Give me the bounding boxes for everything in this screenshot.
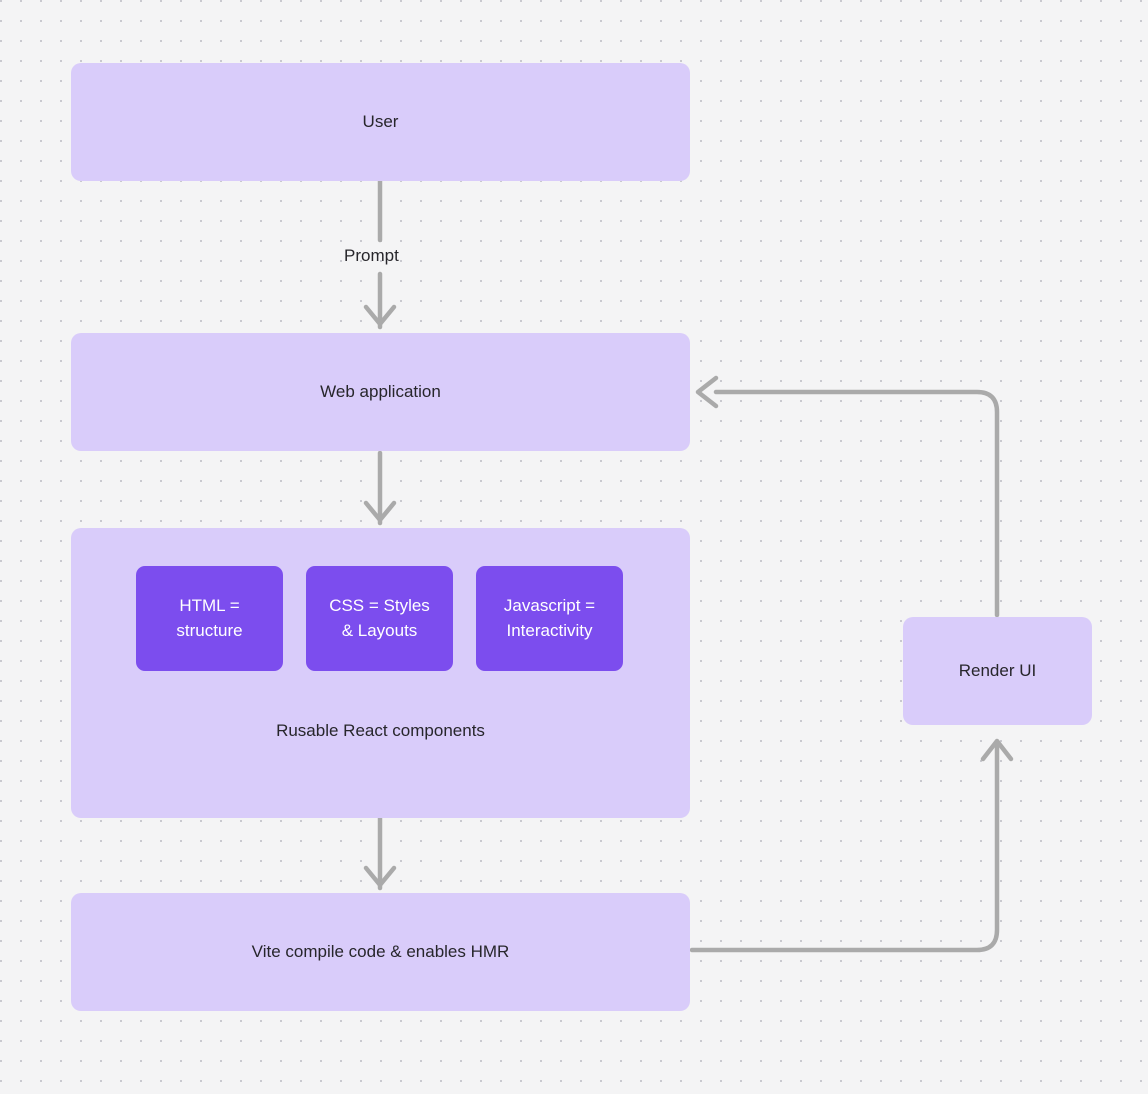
node-web-application-label: Web application [320,381,441,401]
edge-label-prompt-text: Prompt [344,246,399,265]
arrowhead-down-webapp [363,304,397,327]
chip-css-label: CSS = Styles & Layouts [329,594,430,642]
chip-javascript-line1: Javascript = [503,596,596,616]
arrowhead-down-components [363,500,397,523]
node-user[interactable]: User [71,63,690,181]
chip-html[interactable]: HTML = structure [136,566,283,671]
chip-html-line1: HTML = [179,596,240,616]
node-render-ui[interactable]: Render UI [903,617,1092,725]
chip-css-line1: CSS = Styles [329,596,430,616]
components-container-caption: Rusable React components [71,720,690,743]
node-vite[interactable]: Vite compile code & enables HMR [71,893,690,1011]
node-web-application[interactable]: Web application [71,333,690,451]
chip-javascript[interactable]: Javascript = Interactivity [476,566,623,671]
arrowhead-left-webapp [695,375,719,409]
node-render-ui-label: Render UI [958,660,1037,680]
chip-css[interactable]: CSS = Styles & Layouts [306,566,453,671]
chip-html-label: HTML = structure [176,594,242,642]
chip-css-line2: & Layouts [341,620,418,640]
chip-javascript-label: Javascript = Interactivity [504,594,595,642]
edge-label-prompt: Prompt [344,246,399,266]
node-components-container[interactable]: HTML = structure CSS = Styles & Layouts … [71,528,690,818]
arrowhead-up-render [980,738,1014,762]
arrowhead-down-vite [363,865,397,888]
chip-html-line2: structure [176,620,243,640]
components-container-caption-text: Rusable React components [276,721,485,740]
chip-javascript-line2: Interactivity [506,620,593,640]
node-vite-label: Vite compile code & enables HMR [251,941,510,961]
edge-vite-to-render [689,739,1000,953]
edge-render-to-webapp [713,389,1000,618]
node-user-label: User [362,111,399,131]
